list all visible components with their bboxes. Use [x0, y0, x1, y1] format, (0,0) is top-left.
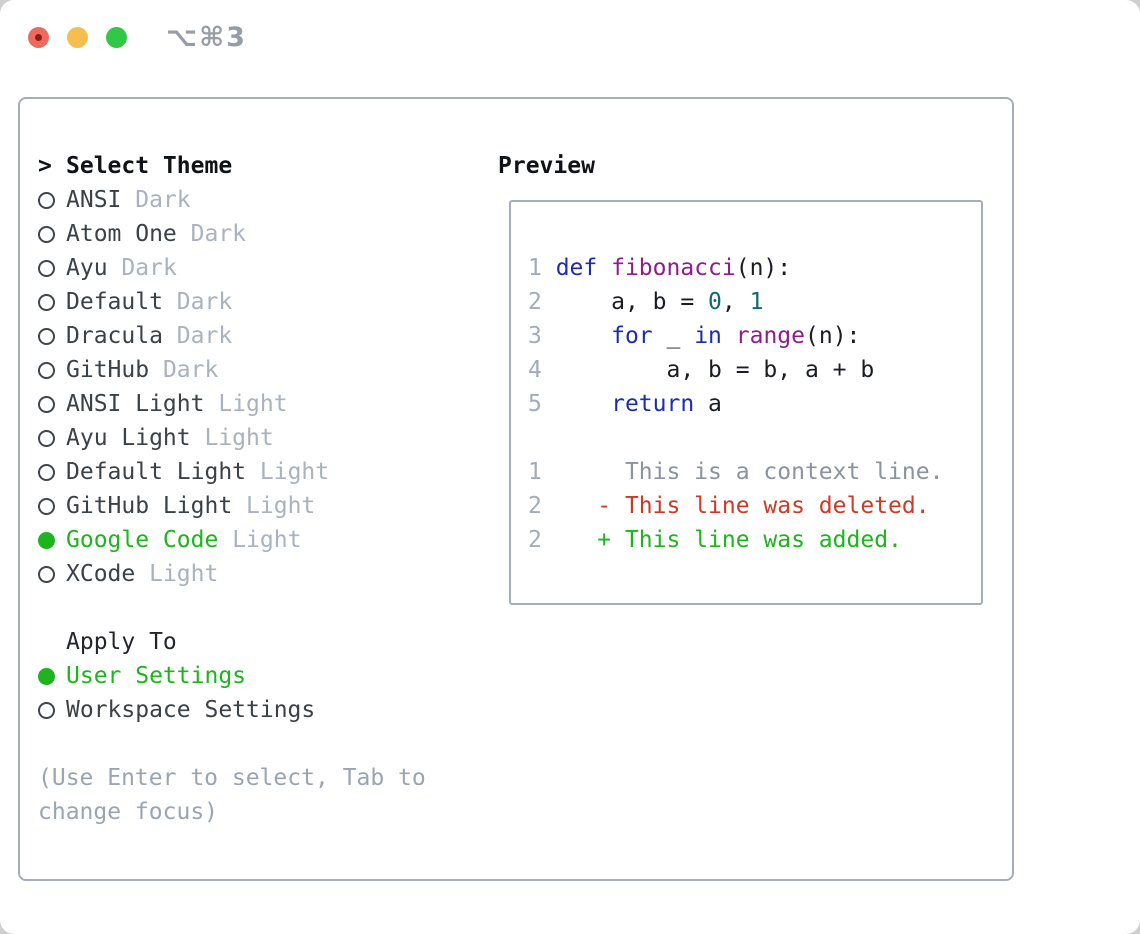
radio-icon [38, 259, 55, 277]
apply-option-label: User Settings [66, 663, 247, 689]
theme-name: Ayu [66, 255, 108, 281]
theme-name: GitHub Light [66, 493, 233, 519]
theme-item-dracula-dark[interactable]: Dracula Dark [38, 319, 488, 353]
titlebar: ⌥⌘3 [0, 0, 1140, 70]
theme-item-atom-one-dark[interactable]: Atom One Dark [38, 217, 488, 251]
theme-item-default-dark[interactable]: Default Dark [38, 285, 488, 319]
radio-icon [38, 191, 55, 209]
select-theme-header: > Select Theme [38, 149, 488, 183]
theme-name: GitHub [66, 357, 150, 383]
radio-icon [38, 395, 55, 413]
code-line: 2 a, b = 0, 1 [528, 289, 764, 315]
theme-variant: Dark [190, 221, 247, 247]
spacer [38, 727, 488, 761]
radio-icon [38, 293, 55, 311]
theme-name: XCode [66, 561, 136, 587]
radio-icon [38, 225, 55, 243]
focus-cursor: > [38, 153, 52, 179]
diff-added-line: 2 + This line was added. [528, 527, 902, 553]
theme-variant: Light [232, 527, 302, 553]
theme-item-ayu-light[interactable]: Ayu Light Light [38, 421, 488, 455]
radio-icon [38, 327, 55, 345]
theme-dialog: > Select Theme ANSI Dark Atom One Dark A… [18, 97, 1014, 881]
radio-icon [38, 667, 55, 685]
code-line: 4 a, b = b, a + b [528, 357, 875, 383]
theme-item-google-code-light[interactable]: Google Code Light [38, 523, 488, 557]
theme-name: Default Light [66, 459, 247, 485]
minimize-button[interactable] [67, 27, 88, 48]
theme-name: Default [66, 289, 163, 315]
theme-variant: Dark [176, 289, 233, 315]
theme-variant: Light [149, 561, 219, 587]
theme-variant: Dark [121, 255, 177, 281]
theme-name: Atom One [66, 221, 177, 247]
theme-item-ansi-dark[interactable]: ANSI Dark [38, 183, 488, 217]
diff-deleted-line: 2 - This line was deleted. [528, 493, 930, 519]
spacer [528, 421, 981, 455]
preview-title: Preview [498, 153, 595, 179]
radio-icon [38, 701, 55, 719]
radio-icon [38, 361, 55, 379]
theme-item-github-light[interactable]: GitHub Light Light [38, 489, 488, 523]
theme-item-default-light[interactable]: Default Light Light [38, 455, 488, 489]
theme-name: ANSI Light [66, 391, 205, 417]
theme-variant: Dark [176, 323, 233, 349]
code-line: 3 for _ in range(n): [528, 323, 861, 349]
theme-variant: Light [259, 459, 330, 485]
apply-option-workspace-settings[interactable]: Workspace Settings [38, 693, 488, 727]
radio-icon [38, 565, 55, 583]
theme-item-xcode-light[interactable]: XCode Light [38, 557, 488, 591]
select-theme-label: Select Theme [66, 153, 233, 179]
theme-name: Google Code [66, 527, 219, 553]
zoom-button[interactable] [106, 27, 127, 48]
help-text-line1: (Use Enter to select, Tab to [38, 765, 426, 791]
theme-variant: Dark [162, 357, 219, 383]
radio-icon [38, 429, 55, 447]
theme-item-ansi-light[interactable]: ANSI Light Light [38, 387, 488, 421]
preview-code: 1 def fibonacci(n): 2 a, b = 0, 1 3 for … [511, 202, 981, 557]
theme-variant: Light [246, 493, 316, 519]
theme-variant: Light [204, 425, 274, 451]
theme-name: Dracula [66, 323, 163, 349]
radio-icon [38, 531, 55, 549]
theme-variant: Light [218, 391, 288, 417]
theme-name: ANSI [66, 187, 122, 213]
apply-to-label: Apply To [66, 629, 177, 655]
theme-item-ayu-dark[interactable]: Ayu Dark [38, 251, 488, 285]
diff-context-line: 1 This is a context line. [528, 459, 944, 485]
help-text-line2: change focus) [38, 799, 219, 825]
code-line: 1 def fibonacci(n): [528, 255, 792, 281]
radio-icon [38, 497, 55, 515]
close-button[interactable] [28, 27, 49, 48]
apply-to-header: Apply To [38, 625, 488, 659]
spacer [38, 591, 488, 625]
apply-option-user-settings[interactable]: User Settings [38, 659, 488, 693]
window-title: ⌥⌘3 [166, 22, 247, 53]
apply-option-label: Workspace Settings [66, 697, 316, 723]
code-line: 5 return a [528, 391, 722, 417]
theme-list-pane: > Select Theme ANSI Dark Atom One Dark A… [38, 149, 488, 829]
theme-variant: Dark [135, 187, 191, 213]
preview-pane: 1 def fibonacci(n): 2 a, b = 0, 1 3 for … [509, 200, 983, 605]
theme-item-github-dark[interactable]: GitHub Dark [38, 353, 488, 387]
radio-icon [38, 463, 55, 481]
theme-name: Ayu Light [66, 425, 191, 451]
